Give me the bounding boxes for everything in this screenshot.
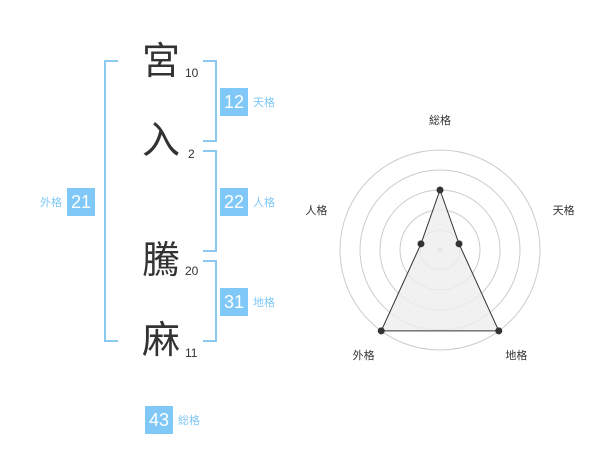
stroke-count-4: 11 bbox=[185, 346, 198, 360]
tenkaku-badge: 12 天格 bbox=[220, 88, 275, 116]
radar-ring bbox=[339, 149, 541, 351]
gaikaku-label: 外格 bbox=[40, 196, 62, 209]
radar-points bbox=[377, 186, 503, 335]
soukaku-badge: 43 総格 bbox=[145, 406, 200, 434]
radar-axis-label-3: 地格 bbox=[505, 348, 527, 362]
name-char-4: 麻 bbox=[142, 318, 181, 362]
soukaku-value: 43 bbox=[145, 406, 173, 434]
gaikaku-badge: 外格 21 bbox=[40, 188, 95, 216]
jinkaku-label: 人格 bbox=[253, 196, 275, 209]
tenkaku-bracket bbox=[203, 60, 217, 142]
radar-point-5 bbox=[417, 240, 425, 248]
radar-point-3 bbox=[495, 327, 503, 335]
radar-point-2 bbox=[455, 240, 463, 248]
tenkaku-value: 12 bbox=[220, 88, 248, 116]
stroke-count-2: 2 bbox=[188, 147, 195, 161]
name-char-2: 入 bbox=[142, 118, 181, 162]
chikaku-label: 地格 bbox=[253, 296, 275, 309]
radar-axis-label-1: 総格 bbox=[429, 113, 451, 127]
radar-area bbox=[380, 188, 500, 332]
chikaku-value: 31 bbox=[220, 288, 248, 316]
chikaku-badge: 31 地格 bbox=[220, 288, 275, 316]
radar-point-1 bbox=[436, 186, 444, 194]
stroke-count-3: 20 bbox=[185, 264, 199, 278]
radar-point-4 bbox=[377, 327, 385, 335]
radar-axis-label-5: 人格 bbox=[305, 203, 327, 217]
chikaku-bracket bbox=[203, 260, 217, 342]
tenkaku-label: 天格 bbox=[253, 96, 275, 109]
jinkaku-value: 22 bbox=[220, 188, 248, 216]
gaikaku-bracket bbox=[104, 60, 118, 342]
soukaku-label: 総格 bbox=[178, 414, 200, 427]
name-char-3: 騰 bbox=[142, 238, 181, 282]
jinkaku-bracket bbox=[203, 150, 217, 252]
gaikaku-value: 21 bbox=[67, 188, 95, 216]
radar-axis-label-4: 外格 bbox=[353, 348, 375, 362]
name-char-1: 宮 bbox=[142, 39, 181, 83]
radar-axis-label-2: 天格 bbox=[553, 203, 575, 217]
jinkaku-badge: 22 人格 bbox=[220, 188, 275, 216]
stroke-count-1: 10 bbox=[185, 66, 199, 80]
